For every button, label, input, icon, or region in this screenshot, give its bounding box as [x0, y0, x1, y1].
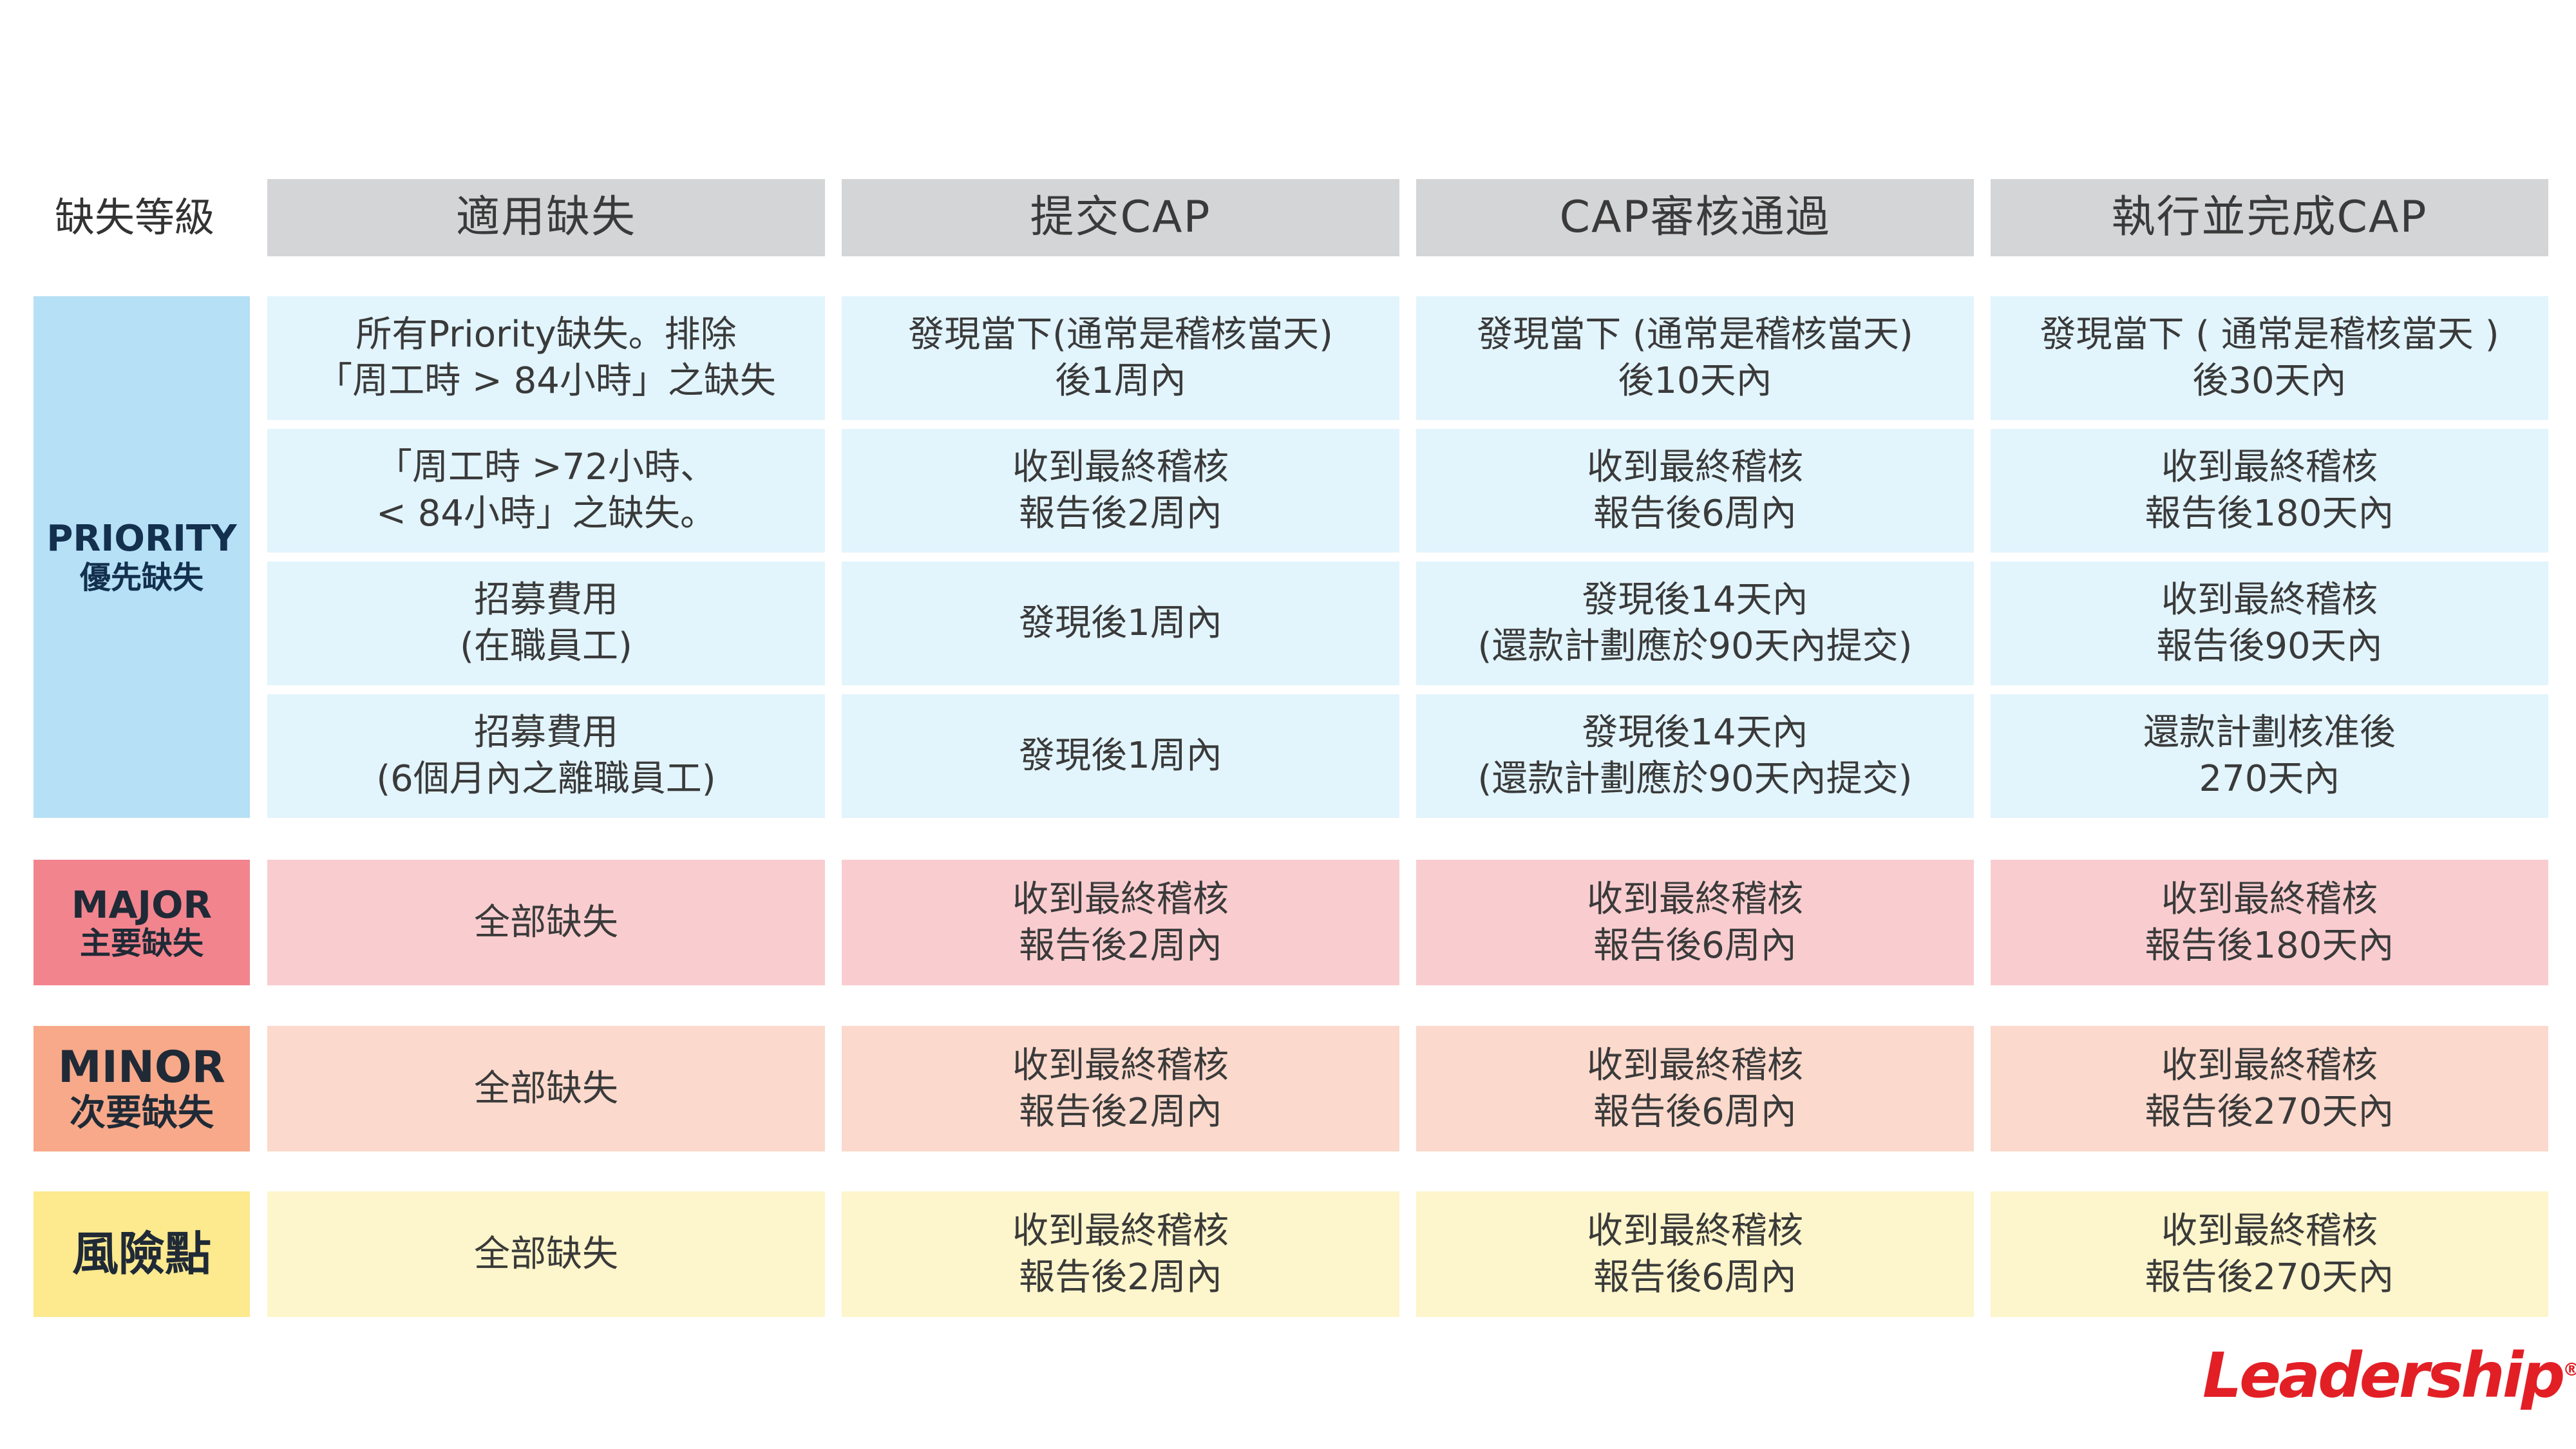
priority-row-4-submit: 發現後1周內	[842, 694, 1399, 818]
risk-applicable: 全部缺失	[267, 1191, 825, 1317]
risk-approve: 收到最終稽核 報告後6周內	[1416, 1191, 1974, 1317]
risk-complete: 收到最終稽核 報告後270天內	[1991, 1191, 2548, 1317]
level-risk: 風險點	[33, 1191, 250, 1317]
priority-row-2-submit: 收到最終稽核 報告後2周內	[842, 429, 1399, 553]
level-priority-en: PRIORITY	[46, 518, 237, 560]
minor-complete: 收到最終稽核 報告後270天內	[1991, 1026, 2548, 1151]
priority-row-2-approve: 收到最終稽核 報告後6周內	[1416, 429, 1974, 553]
priority-row-2-complete: 收到最終稽核 報告後180天內	[1991, 429, 2548, 553]
priority-row-4-approve: 發現後14天內 (還款計劃應於90天內提交)	[1416, 694, 1974, 818]
priority-row-1-submit: 發現當下(通常是稽核當天) 後1周內	[842, 296, 1399, 420]
column-header-applicable: 適用缺失	[267, 179, 825, 256]
major-applicable: 全部缺失	[267, 860, 825, 985]
minor-approve: 收到最終稽核 報告後6周內	[1416, 1026, 1974, 1151]
level-major-zh: 主要缺失	[79, 925, 204, 962]
column-header-complete-cap: 執行並完成CAP	[1991, 179, 2548, 256]
priority-row-3-complete: 收到最終稽核 報告後90天內	[1991, 562, 2548, 685]
risk-submit: 收到最終稽核 報告後2周內	[842, 1191, 1399, 1317]
level-major: MAJOR 主要缺失	[33, 860, 250, 985]
level-minor-en: MINOR	[57, 1042, 226, 1094]
column-header-submit-cap: 提交CAP	[842, 179, 1399, 256]
level-priority-zh: 優先缺失	[79, 559, 204, 596]
level-column-header: 缺失等級	[55, 194, 215, 242]
level-major-en: MAJOR	[71, 882, 213, 927]
priority-row-4-applicable: 招募費用 (6個月內之離職員工)	[267, 694, 825, 818]
level-priority: PRIORITY 優先缺失	[33, 296, 250, 818]
column-header-cap-approved: CAP審核通過	[1416, 179, 1974, 256]
leadership-logo: Leadership®	[2202, 1340, 2576, 1412]
minor-applicable: 全部缺失	[267, 1026, 825, 1151]
level-risk-zh: 風險點	[71, 1227, 211, 1282]
registered-mark: ®	[2562, 1359, 2576, 1380]
major-complete: 收到最終稽核 報告後180天內	[1991, 860, 2548, 985]
priority-row-1-complete: 發現當下 ( 通常是稽核當天 ) 後30天內	[1991, 296, 2548, 420]
minor-submit: 收到最終稽核 報告後2周內	[842, 1026, 1399, 1151]
priority-row-4-complete: 還款計劃核准後 270天內	[1991, 694, 2548, 818]
priority-row-1-approve: 發現當下 (通常是稽核當天) 後10天內	[1416, 296, 1974, 420]
logo-text: Leadership	[2202, 1340, 2565, 1412]
priority-row-1-applicable: 所有Priority缺失。排除 「周工時 > 84小時」之缺失	[267, 296, 825, 420]
priority-row-3-applicable: 招募費用 (在職員工)	[267, 562, 825, 685]
level-minor: MINOR 次要缺失	[33, 1026, 250, 1151]
major-submit: 收到最終稽核 報告後2周內	[842, 860, 1399, 985]
major-approve: 收到最終稽核 報告後6周內	[1416, 860, 1974, 985]
level-minor-zh: 次要缺失	[70, 1092, 214, 1135]
priority-row-3-submit: 發現後1周內	[842, 562, 1399, 685]
priority-row-3-approve: 發現後14天內 (還款計劃應於90天內提交)	[1416, 562, 1974, 685]
priority-row-2-applicable: 「周工時 >72小時、 < 84小時」之缺失。	[267, 429, 825, 553]
